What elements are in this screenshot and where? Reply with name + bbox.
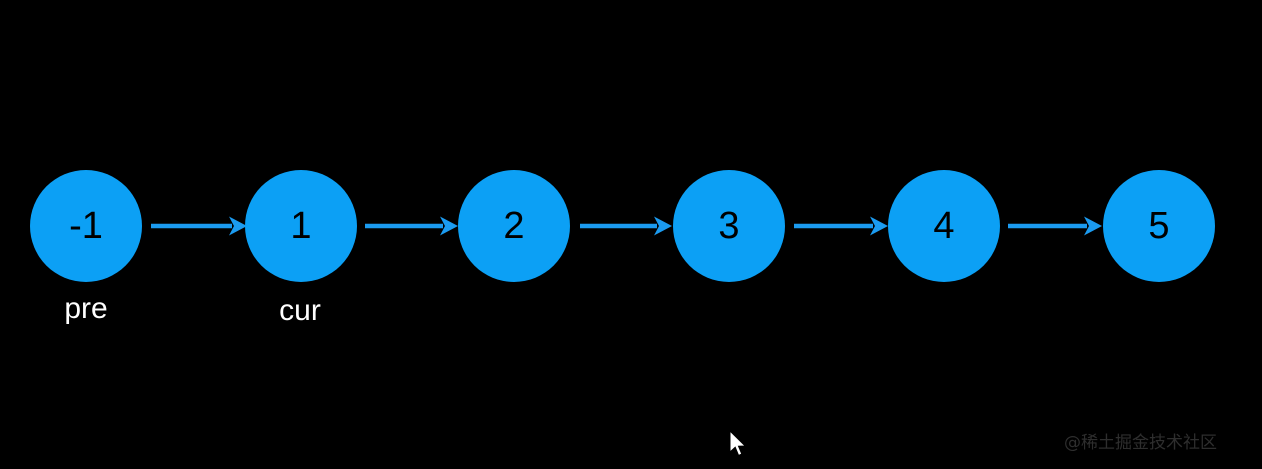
- edge-arrow: [794, 216, 888, 236]
- edge-arrow: [151, 216, 247, 236]
- node-value: 2: [503, 205, 525, 247]
- edge-arrow: [1008, 216, 1102, 236]
- node-value: -1: [69, 205, 103, 247]
- node-value: 4: [933, 205, 955, 247]
- node-value: 3: [718, 205, 740, 247]
- list-node: 2: [458, 170, 570, 282]
- watermark: @稀土掘金技术社区: [1064, 433, 1217, 453]
- node-value: 5: [1148, 205, 1170, 247]
- list-node: 3: [673, 170, 785, 282]
- list-node: 4: [888, 170, 1000, 282]
- pointer-label: cur: [279, 294, 321, 327]
- pointer-label: pre: [64, 292, 108, 325]
- list-node: 1: [245, 170, 357, 282]
- edge-arrow: [580, 216, 672, 236]
- edge-arrow: [365, 216, 458, 236]
- list-node: 5: [1103, 170, 1215, 282]
- node-value: 1: [290, 205, 312, 247]
- list-node: -1: [30, 170, 142, 282]
